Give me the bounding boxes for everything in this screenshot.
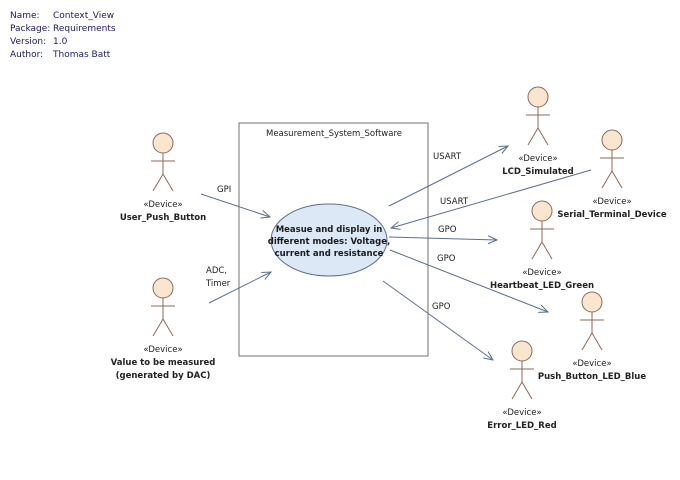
meta-value: 1.0 (53, 37, 68, 47)
actor-stereotype: «Device» (502, 408, 541, 418)
actor-name: Serial_Terminal_Device (557, 210, 667, 220)
use-case-line-3: current and resistance (275, 249, 384, 259)
association-gpo-red[interactable]: GPO (382, 280, 493, 360)
actor-stereotype: «Device» (592, 197, 631, 207)
actor-stereotype: «Device» (522, 268, 561, 278)
actor-stereotype: «Device» (143, 200, 182, 210)
actor-error-led[interactable]: «Device» Error_LED_Red (487, 340, 557, 431)
meta-value: Requirements (53, 24, 116, 34)
diagram-metadata: Name: Context_View Package:Requirements V… (10, 10, 116, 62)
meta-value: Thomas Batt (53, 50, 111, 60)
system-boundary-label: Measurement_System_Software (266, 129, 402, 139)
actor-serial-terminal[interactable]: «Device» Serial_Terminal_Device (557, 129, 667, 220)
association-label-timer: Timer (205, 279, 231, 289)
association-adc-timer[interactable]: ADC, Timer (205, 266, 271, 304)
actor-figure-icon (151, 277, 175, 337)
actor-figure-icon (151, 132, 175, 192)
association-label-gpo-red: GPO (432, 302, 451, 312)
actor-heartbeat-led[interactable]: «Device» Heartbeat_LED_Green (490, 200, 594, 291)
meta-row-package: Package:Requirements (10, 23, 116, 36)
meta-key: Package: (10, 24, 51, 34)
actor-name: User_Push_Button (120, 213, 206, 223)
actor-figure-icon (510, 340, 534, 400)
association-gpo-heartbeat[interactable]: GPO (388, 225, 497, 240)
actor-figure-icon (530, 200, 554, 260)
association-label-usart-lcd: USART (433, 152, 462, 162)
actor-push-button-led[interactable]: «Device» Push_Button_LED_Blue (538, 291, 646, 382)
association-usart-serial[interactable]: USART (391, 169, 592, 228)
actor-user-push-button[interactable]: «Device» User_Push_Button (120, 132, 206, 223)
actor-stereotype: «Device» (518, 154, 557, 164)
actor-value-measured[interactable]: «Device» Value to be measured (generated b… (111, 277, 216, 381)
association-usart-lcd[interactable]: USART (388, 146, 508, 207)
actor-name: Heartbeat_LED_Green (490, 281, 594, 291)
use-case-line-2: different modes: Voltage, (268, 237, 390, 247)
meta-row-name: Name: Context_View (10, 10, 116, 23)
use-case-line-1: Measue and display in (276, 225, 383, 235)
actor-name: (generated by DAC) (116, 371, 211, 381)
meta-row-version: Version: 1.0 (10, 36, 116, 49)
actor-figure-icon (580, 291, 604, 351)
association-label-usart-serial: USART (440, 197, 469, 207)
meta-key: Version: (10, 37, 47, 47)
actor-name: Push_Button_LED_Blue (538, 372, 646, 382)
actor-lcd-simulated[interactable]: «Device» LCD_Simulated (502, 86, 574, 177)
actor-stereotype: «Device» (143, 345, 182, 355)
actor-figure-icon (600, 129, 624, 189)
actor-figure-icon (526, 86, 550, 146)
meta-key: Author: (10, 50, 44, 60)
meta-row-author: Author: Thomas Batt (10, 49, 116, 62)
association-label-gpo-blue: GPO (437, 254, 456, 264)
association-gpo-blue[interactable]: GPO (389, 249, 548, 312)
use-case-measure-display[interactable]: Measue and display in different modes: V… (268, 203, 390, 277)
actor-name: Error_LED_Red (487, 421, 556, 431)
association-gpi[interactable]: GPI (200, 185, 270, 217)
association-label-adc: ADC, (206, 266, 227, 276)
actor-stereotype: «Device» (572, 359, 611, 369)
association-label-gpi: GPI (217, 185, 231, 195)
meta-value: Context_View (53, 11, 115, 21)
meta-key: Name: (10, 11, 40, 21)
actor-name: LCD_Simulated (502, 167, 573, 177)
actor-name: Value to be measured (111, 358, 216, 368)
association-label-gpo-heartbeat: GPO (438, 225, 457, 235)
